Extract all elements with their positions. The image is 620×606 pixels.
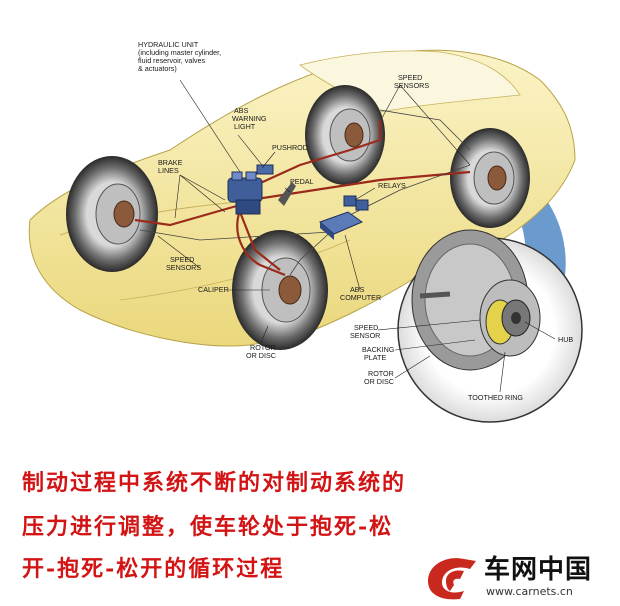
wheel-front-right [305, 85, 385, 185]
label-relays: RELAYS [378, 181, 406, 190]
label-inset-backing-plate: BACKING PLATE [362, 345, 396, 362]
hydraulic-unit [227, 171, 263, 215]
abs-diagram: HYDRAULIC UNIT (including master cylinde… [28, 40, 583, 423]
label-brake-lines: BRAKE LINES [158, 158, 184, 175]
label-inset-hub: HUB [558, 335, 573, 344]
label-rotor-or-disc: ROTOR OR DISC [246, 343, 278, 360]
abs-computer [319, 211, 364, 240]
wheel-rear-right [450, 128, 530, 228]
site-logo[interactable]: 车网中国 www.carnets.cn [424, 549, 614, 603]
caption-line-2: 压力进行调整，使车轮处于抱死-松 [22, 514, 394, 540]
label-speed-sensors-top: SPEED SENSORS [394, 73, 429, 90]
logo-name: 车网中国 [484, 555, 593, 585]
label-abs-computer: ABS COMPUTER [340, 285, 381, 302]
wheel-front-left [66, 156, 158, 272]
label-inset-rotor-or-disc: ROTOR OR DISC [364, 369, 396, 386]
sensor-wires [139, 109, 471, 276]
label-hydraulic-unit: HYDRAULIC UNIT (including master cylinde… [138, 40, 223, 73]
label-pushrod: PUSHROD [272, 143, 308, 152]
logo-url: www.carnets.cn [486, 585, 573, 598]
leader-lines [157, 79, 556, 393]
label-speed-sensors-left: SPEED SENSORS [166, 255, 201, 272]
wheel-rear-left [232, 230, 328, 350]
label-inset-speed-sensor: SPEED SENSOR [350, 323, 380, 340]
label-inset-toothed-ring: TOOTHED RING [468, 393, 523, 402]
pedal [278, 182, 296, 206]
relays [343, 195, 369, 211]
brake-lines [134, 120, 471, 277]
label-pedal: PEDAL [290, 177, 314, 186]
abs-warning-light [256, 164, 274, 175]
inset-detail [397, 229, 583, 423]
caption-line-3: 开-抱死-松开的循环过程 [22, 556, 285, 582]
label-caliper: CALIPER [198, 285, 229, 294]
label-abs-warning-light: ABS WARNING LIGHT [232, 106, 268, 131]
caption-line-1: 制动过程中系统不断的对制动系统的 [22, 470, 407, 496]
logo-mark-icon [428, 558, 476, 600]
